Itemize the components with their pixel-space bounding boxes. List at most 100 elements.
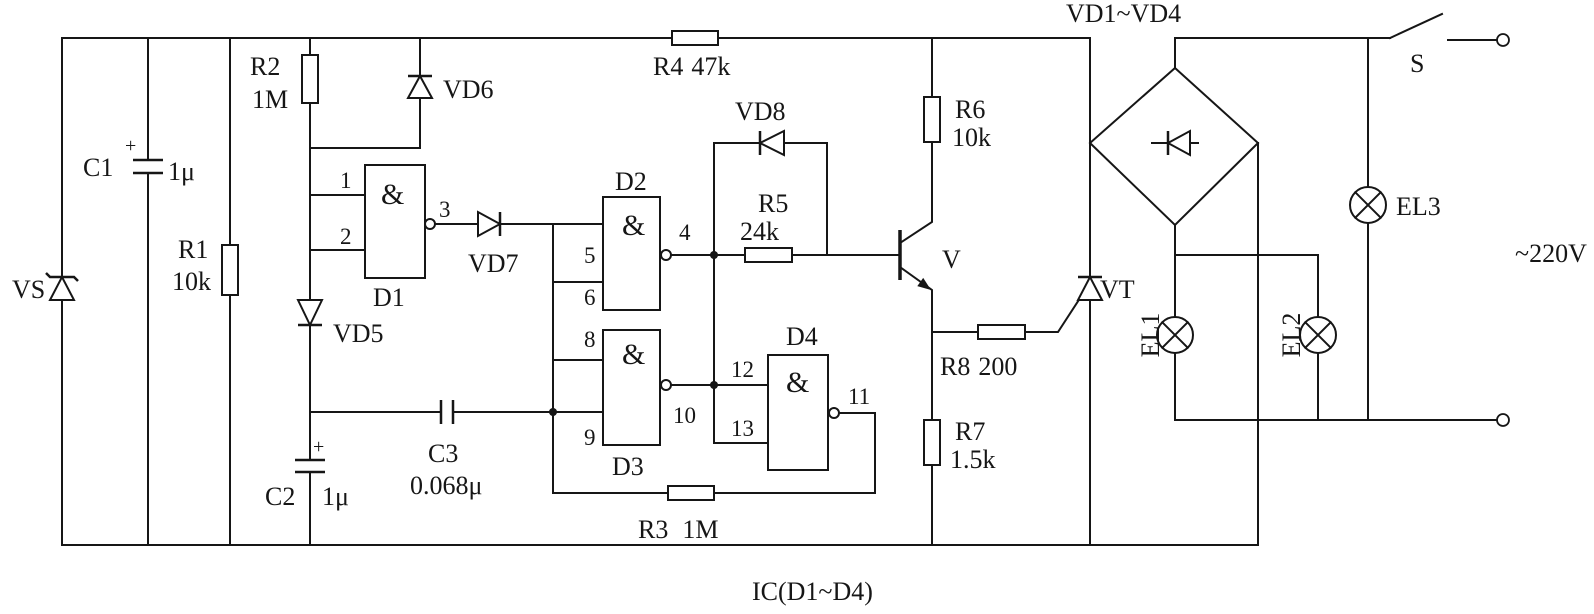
vd5-label: VD5 <box>333 319 384 348</box>
el3-label: EL3 <box>1396 192 1441 221</box>
nand-gate-icon <box>767 354 829 471</box>
nand-gate-icon <box>602 329 661 446</box>
transistor-v: V <box>898 230 961 290</box>
wire <box>1174 224 1319 256</box>
pin-label: 10 <box>673 403 696 428</box>
c3-value: 0.068μ <box>410 471 482 500</box>
bridge-label: VD1~VD4 <box>1066 0 1181 28</box>
pin-label: 1 <box>340 168 352 193</box>
v-label: V <box>942 245 961 274</box>
diode-icon <box>477 210 503 238</box>
junctions <box>549 251 718 416</box>
inverter-bubble <box>660 379 672 391</box>
diode-vd5: VD5 <box>296 299 384 348</box>
pin-label: 3 <box>439 197 451 222</box>
wire <box>713 412 876 494</box>
c1-name: C1 <box>83 153 113 182</box>
lamp-cross <box>1160 320 1190 350</box>
resistor-r2: R2 1M <box>250 52 319 114</box>
vd6-label: VD6 <box>443 75 494 104</box>
wire <box>898 141 933 245</box>
pin-label: 2 <box>340 224 352 249</box>
lamp-el2: EL2 <box>1277 313 1337 358</box>
d1-label: D1 <box>373 283 405 312</box>
resistor-icon <box>923 419 941 466</box>
resistor-icon <box>744 247 793 263</box>
gate-d2: & 5 6 4 D2 <box>584 167 691 311</box>
bridge-rectifier-icon <box>1088 66 1260 227</box>
lamp-cross <box>1303 320 1333 350</box>
resistor-icon <box>671 30 719 46</box>
r8-value: 200 <box>978 352 1017 381</box>
r4-value: 47k <box>691 52 730 81</box>
junction-dot <box>549 408 557 416</box>
r2-value: 1M <box>252 85 288 114</box>
r7-value: 1.5k <box>950 445 996 474</box>
resistor-icon <box>301 54 319 104</box>
el1-label: EL1 <box>1136 313 1165 358</box>
inverter-bubble <box>424 218 436 230</box>
gate-d1: & 1 2 3 D1 <box>340 164 451 312</box>
pin-label: 12 <box>731 357 754 382</box>
supply-label: ~220V <box>1515 239 1587 268</box>
zener-diode-icon <box>48 274 76 301</box>
diode-icon <box>1165 129 1191 157</box>
zener-diode-bar <box>45 272 79 282</box>
junction-dot <box>710 381 718 389</box>
diode-icon <box>296 299 324 328</box>
capacitor-icon <box>439 400 455 424</box>
gate-symbol: & <box>381 178 404 211</box>
r1-value: 10k <box>172 267 211 296</box>
resistor-r1: R1 10k <box>172 235 239 296</box>
bridge-rectifier: VD1~VD4 <box>1066 0 1260 227</box>
r5-name: R5 <box>758 189 788 218</box>
c2-value: 1μ <box>322 482 349 511</box>
pin-label: 5 <box>584 243 596 268</box>
terminal-icon <box>1496 413 1510 427</box>
junction-dot <box>710 251 718 259</box>
c3-name: C3 <box>428 439 458 468</box>
resistor-icon <box>923 96 941 143</box>
c1-polarity: + <box>125 135 136 157</box>
pin-label: 6 <box>584 285 596 310</box>
capacitor-c1: + C1 1μ <box>83 135 195 186</box>
r8-name: R8 <box>940 352 970 381</box>
switch-s: S <box>1388 12 1510 427</box>
pin-label: 4 <box>679 220 691 245</box>
r8-label: R8 200 <box>940 352 1017 381</box>
vs-label: VS <box>12 275 45 304</box>
capacitor-c2: + C2 1μ <box>265 436 349 511</box>
polarized-capacitor-icon <box>295 458 325 474</box>
wire <box>1174 37 1391 69</box>
el2-label: EL2 <box>1277 313 1306 358</box>
ic-label: IC(D1~D4) <box>752 577 873 606</box>
gate-d3: & 8 9 10 D3 <box>584 327 696 481</box>
diode-icon <box>406 73 434 99</box>
r3-value: 1M <box>682 515 718 544</box>
nand-gate-icon <box>602 196 661 311</box>
diode-vd7: VD7 <box>468 210 519 278</box>
diode-vd6: VD6 <box>406 73 494 104</box>
r6-value: 10k <box>952 123 991 152</box>
vd7-label: VD7 <box>468 249 519 278</box>
resistor-icon <box>221 244 239 296</box>
gate-symbol: & <box>622 338 645 371</box>
c1-value: 1μ <box>168 157 195 186</box>
resistor-r5: R5 24k <box>740 189 793 263</box>
zener-diode-vs: VS <box>12 272 79 304</box>
switch-icon <box>1388 12 1444 40</box>
emitter-arrow <box>917 277 931 290</box>
resistor-icon <box>977 324 1026 340</box>
nand-gate-icon <box>364 164 426 279</box>
inverter-bubble <box>828 407 840 419</box>
gate-symbol: & <box>786 366 809 399</box>
lamp-cross <box>1353 190 1383 220</box>
thyristor-icon <box>1076 274 1104 301</box>
terminal-icon <box>1496 33 1510 47</box>
resistor-r6: R6 10k <box>923 95 991 152</box>
gate-d4: & 12 13 11 D4 <box>731 322 870 471</box>
diode-icon <box>757 129 785 157</box>
